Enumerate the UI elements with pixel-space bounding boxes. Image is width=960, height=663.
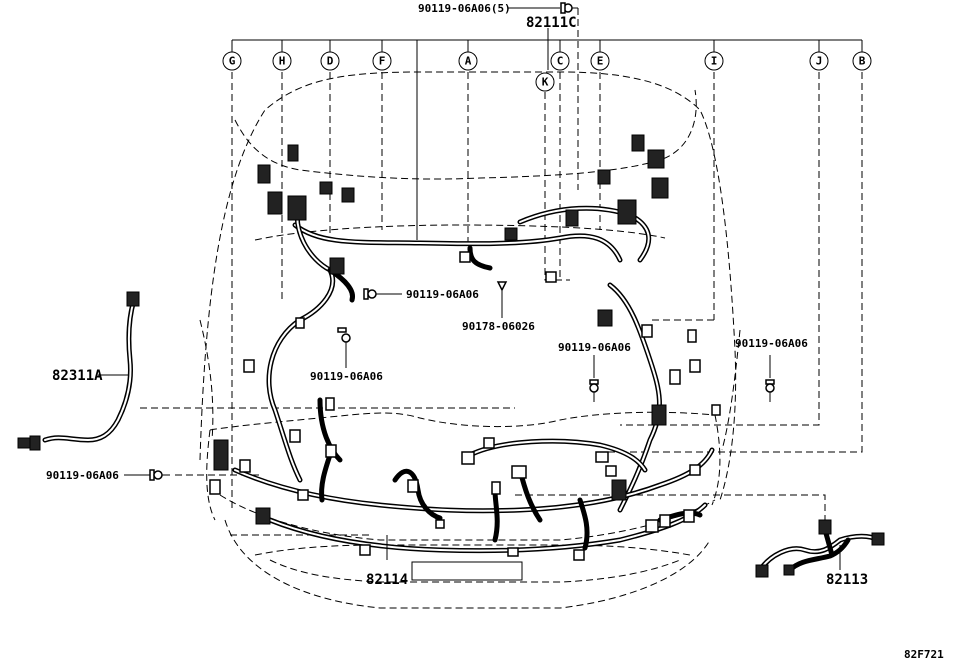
part-label-82111c: 82111C xyxy=(526,15,577,31)
part-label-82113: 82113 xyxy=(826,572,868,588)
callout-leaders xyxy=(140,8,863,536)
part-label-bolt-right-b: 90119-06A06 xyxy=(735,337,808,350)
clip-icon xyxy=(496,281,508,296)
svg-text:A: A xyxy=(465,55,472,68)
callout-bracket xyxy=(231,39,863,240)
callout-c: C xyxy=(550,51,570,71)
svg-text:G: G xyxy=(229,55,236,68)
part-labels: 90119-06A06(5) 82111C 90119-06A06 90178-… xyxy=(46,2,944,661)
harness-82311a xyxy=(17,291,140,451)
figure-code: 82F721 xyxy=(904,648,944,661)
svg-text:K: K xyxy=(542,76,549,89)
svg-text:C: C xyxy=(557,55,564,68)
harness-82113 xyxy=(755,519,885,578)
callout-d: D xyxy=(320,51,340,71)
part-label-82114: 82114 xyxy=(366,572,408,588)
bolt-icon xyxy=(560,2,578,14)
callout-f: F xyxy=(372,51,392,71)
part-label-bolt-right-a: 90119-06A06 xyxy=(558,341,631,354)
bolt-icon xyxy=(337,327,351,352)
part-label-bolt-left-side: 90119-06A06 xyxy=(46,469,119,482)
callout-e: E xyxy=(590,51,610,71)
svg-text:E: E xyxy=(597,55,604,68)
svg-text:F: F xyxy=(379,55,386,68)
svg-text:B: B xyxy=(859,55,866,68)
harness-connectors xyxy=(209,134,721,561)
svg-text:J: J xyxy=(816,55,823,68)
part-label-bolt-left-lower: 90119-06A06 xyxy=(310,370,383,383)
part-label-bolt-center: 90119-06A06 xyxy=(406,288,479,301)
bolt-icon xyxy=(363,288,382,300)
bolt-icon xyxy=(589,379,599,402)
callout-a: A xyxy=(458,51,478,71)
part-label-top-bolt: 90119-06A06(5) xyxy=(418,2,511,15)
bolt-icon-group xyxy=(149,2,775,481)
callout-i: I xyxy=(704,51,724,71)
callout-circles: G H D F A C E I xyxy=(222,51,872,92)
callout-j: J xyxy=(809,51,829,71)
svg-text:H: H xyxy=(279,55,286,68)
svg-text:I: I xyxy=(711,55,718,68)
callout-h: H xyxy=(272,51,292,71)
callout-g: G xyxy=(222,51,242,71)
part-pointers xyxy=(98,7,841,570)
part-label-82311a: 82311A xyxy=(52,368,103,384)
callout-b: B xyxy=(852,51,872,71)
bolt-icon xyxy=(149,469,170,481)
bolt-icon xyxy=(765,379,775,402)
svg-text:D: D xyxy=(327,55,334,68)
callout-k: K xyxy=(535,72,555,92)
part-label-clip-center: 90178-06026 xyxy=(462,320,535,333)
